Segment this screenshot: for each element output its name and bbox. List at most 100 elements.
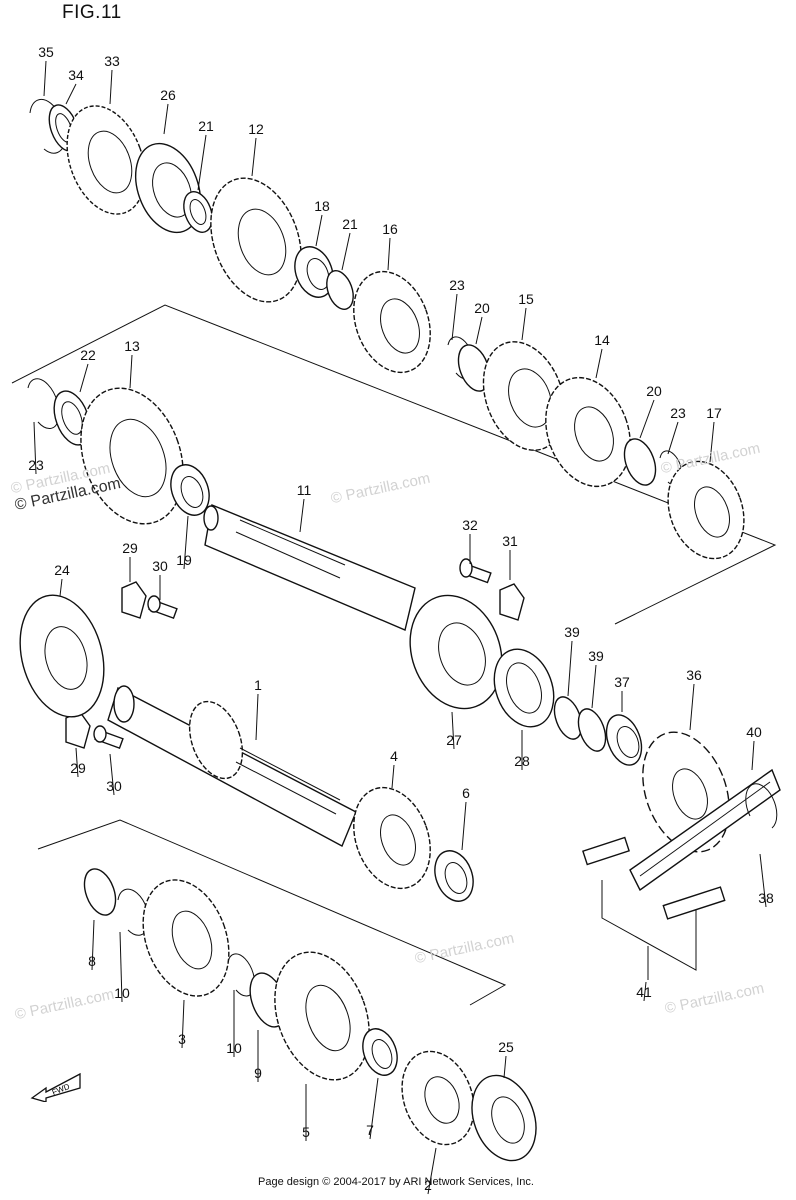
callout-number: 38 [758,890,774,906]
callout-number: 2 [424,1177,432,1193]
callout-number: 37 [614,674,630,690]
spacer-37 [605,714,643,766]
o-ring-39b [577,708,607,752]
leader-line [521,307,527,341]
callout-number: 18 [314,198,330,214]
gear-3 [142,879,230,997]
upper-assembly-outline [11,304,777,625]
fwd-label: FWD [51,1082,71,1097]
callout-number: 28 [514,753,530,769]
callout-number: 29 [122,540,138,556]
leader-line [197,134,207,191]
leader-line [183,515,189,570]
gear-14 [545,376,631,488]
leader-line [643,981,647,1002]
callout-number: 19 [176,552,192,568]
callout-number: 31 [502,533,518,549]
callout-number: 25 [498,1039,514,1055]
callout-number: 40 [746,724,762,740]
screw-30b [93,725,124,750]
leader-line [451,711,455,750]
gear-13 [80,387,184,525]
gear-2 [401,1050,475,1146]
leader-line [315,214,323,247]
leader-line [759,853,767,908]
leader-line [369,1077,379,1140]
washer-20b [623,438,657,486]
washer-8 [83,868,117,916]
callout-number: 10 [114,985,130,1001]
driveshaft-1 [107,685,357,847]
plate-29a [121,581,147,619]
leader-line [341,232,351,271]
leader-line [109,753,115,796]
callout-number: 21 [198,118,214,134]
bushing-7 [362,1028,398,1076]
bushing-19 [170,464,210,516]
callout-number: 15 [518,291,534,307]
bearing-24 [19,594,105,718]
callout-number: 13 [124,338,140,354]
leader-line [119,931,123,1003]
washer-21a [183,191,213,233]
gear-4 [353,786,431,890]
leader-line [299,498,305,533]
callout-number: 21 [342,216,358,232]
callout-number: 3 [178,1031,186,1047]
callout-number: 23 [28,457,44,473]
callout-number: 17 [706,405,722,421]
leader-line [751,740,755,771]
leader-line [251,137,257,177]
callout-number: 20 [646,383,662,399]
joint-41 [582,836,726,980]
callout-number: 32 [462,517,478,533]
callout-number: 1 [254,677,262,693]
leader-line [65,83,77,105]
leader-line [129,354,133,389]
leader-line [475,316,483,345]
leader-line [59,578,63,597]
gear-15 [482,341,566,451]
callout-number: 30 [152,558,168,574]
chain-40 [629,768,781,892]
callout-number: 4 [390,748,398,764]
figure-title: FIG.11 [62,2,122,23]
washer-21b [326,270,354,310]
callout-number: 5 [302,1124,310,1140]
callout-number: 39 [564,624,580,640]
leader-line [391,764,395,789]
leader-line [595,348,603,379]
leader-line [109,69,113,105]
callout-number: 8 [88,953,96,969]
leader-line [503,1055,507,1079]
callout-number: 36 [686,667,702,683]
page-footer: Page design © 2004-2017 by ARI Network S… [258,1176,534,1188]
leader-line [427,1147,437,1195]
leader-line [689,683,695,731]
leader-line [75,747,79,778]
leader-line [163,103,169,135]
callout-number: 20 [474,300,490,316]
circlip-38 [745,783,778,829]
forward-arrow-icon: FWD [30,1072,81,1102]
callout-number: 23 [670,405,686,421]
leader-line [79,363,89,393]
callout-number: 12 [248,121,264,137]
callout-number: 33 [104,53,120,69]
leader-line [667,421,679,455]
leader-line [591,664,597,709]
leader-line [387,237,391,271]
callout-number: 34 [68,67,84,83]
callout-number: 26 [160,87,176,103]
screw-32 [459,558,492,584]
callout-number: 35 [38,44,54,60]
callout-number: 11 [297,482,312,498]
callout-number: 39 [588,648,604,664]
leader-line [91,919,95,971]
leader-line [709,421,715,463]
gear-5 [274,951,370,1081]
gear-17 [667,460,745,560]
leader-line [461,801,467,851]
screw-30a [147,595,178,620]
callout-number: 9 [254,1065,262,1081]
